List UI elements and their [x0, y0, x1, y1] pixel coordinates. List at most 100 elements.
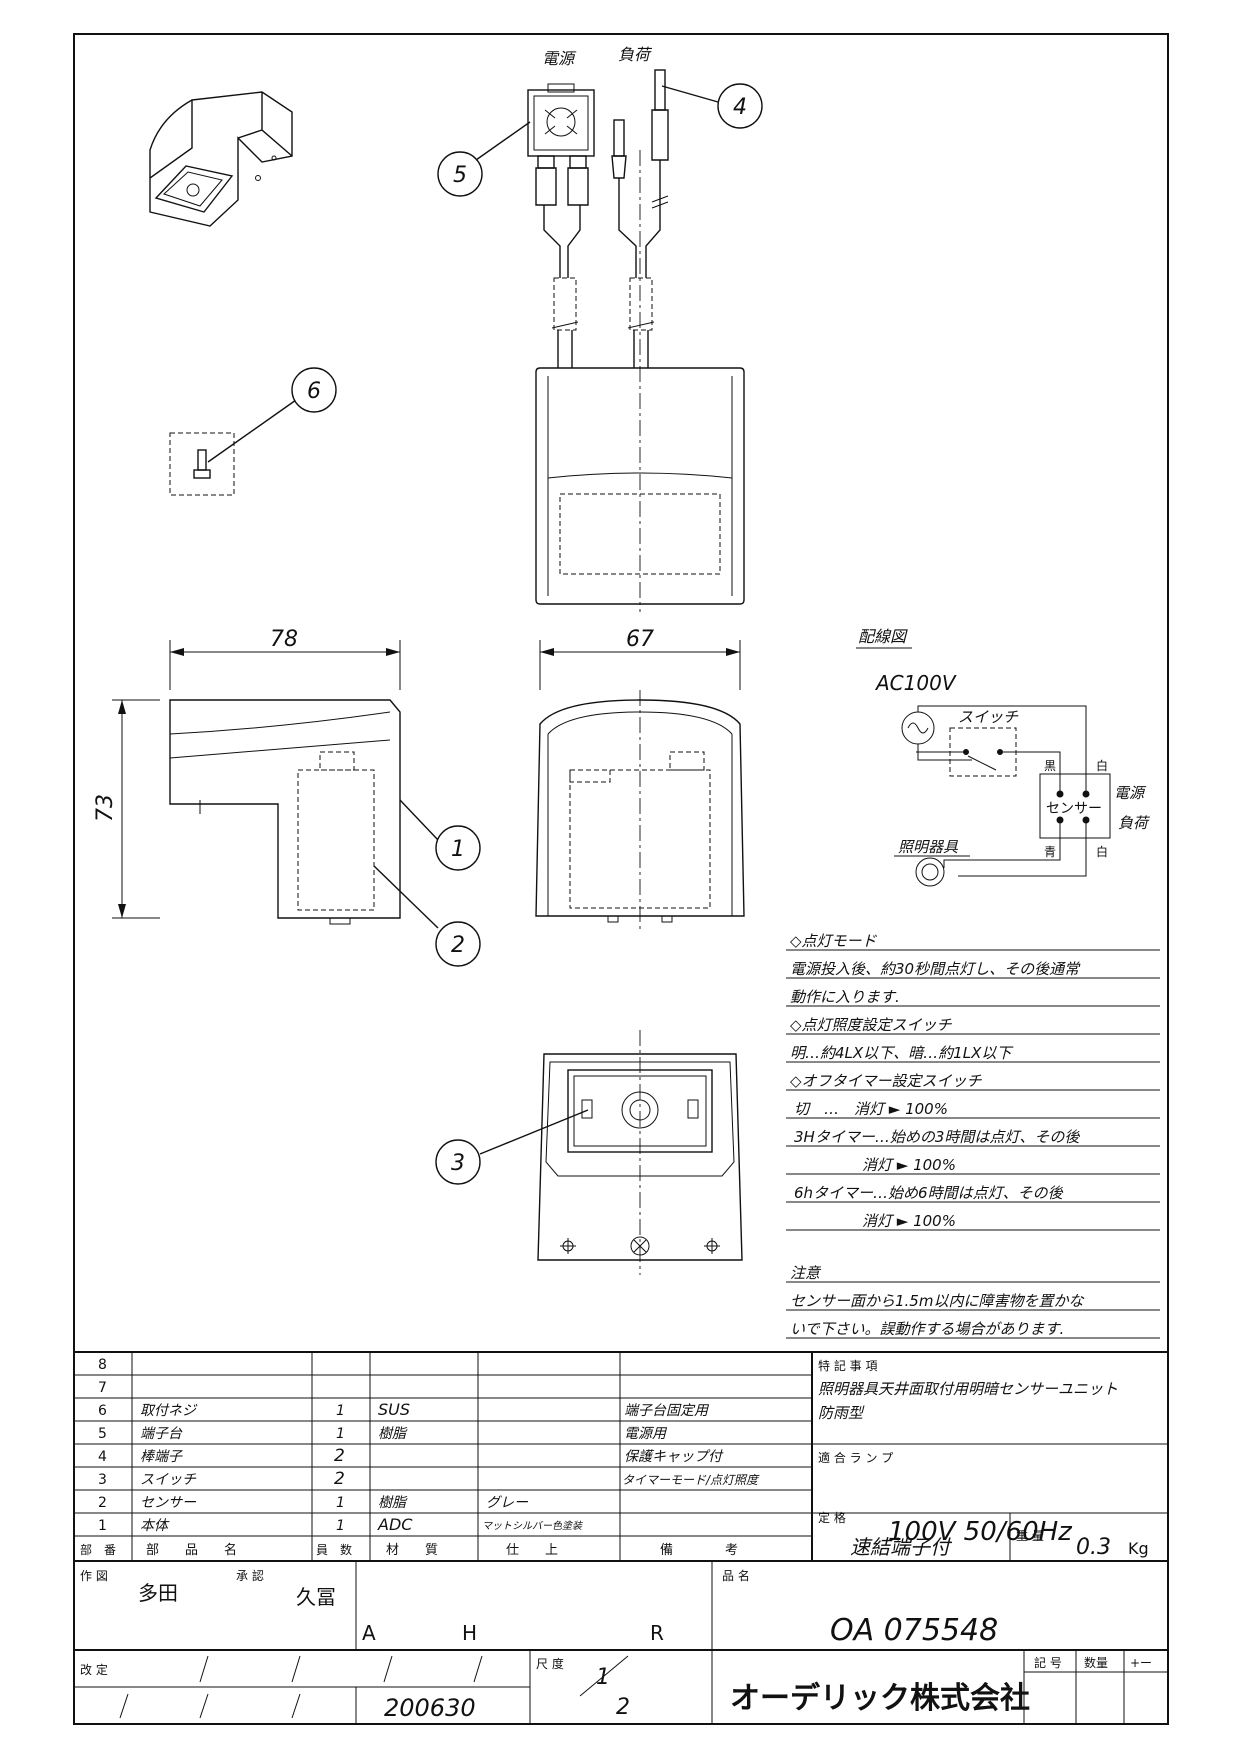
- scale-label: 尺 度: [536, 1656, 564, 1671]
- row-no: 6: [98, 1403, 107, 1419]
- row-no: 8: [98, 1357, 107, 1373]
- notes-block: ◇点灯モード 電源投入後、約30秒間点灯し、その後通常 動作に入ります. ◇点灯…: [790, 932, 1084, 1338]
- weight-value: 0.3: [1076, 1535, 1111, 1560]
- product-number: OA 075548: [830, 1613, 998, 1648]
- balloon-5-label: 5: [453, 163, 467, 188]
- dim-67: 67: [626, 627, 654, 652]
- revision-slashes: [119, 1655, 483, 1719]
- row-finish: マットシルバー色塗装: [482, 1520, 584, 1532]
- header-material: 材 質: [386, 1543, 438, 1558]
- drawing-frame: [73, 33, 1169, 1725]
- row-no: 4: [98, 1449, 107, 1465]
- row-material: SUS: [378, 1400, 410, 1419]
- side-view: [112, 640, 439, 929]
- row-name: スイッチ: [140, 1472, 197, 1488]
- balloon-2-label: 2: [451, 933, 465, 958]
- caution-line: いで下さい。誤動作する場合があります.: [790, 1320, 1064, 1338]
- note-line: 消灯 ► 100%: [862, 1156, 956, 1174]
- row-qty: 1: [336, 1403, 345, 1419]
- header-no: 部 番: [80, 1542, 116, 1557]
- grade-a: A: [362, 1621, 376, 1645]
- header-name: 部 品 名: [146, 1542, 237, 1558]
- quantity-label: 数量: [1084, 1655, 1108, 1670]
- approved-label: 承 認: [236, 1568, 264, 1583]
- note-line: 6hタイマー…始め6時間は点灯、その後: [794, 1184, 1064, 1202]
- front-view: [535, 640, 745, 930]
- label-load-top: 負荷: [618, 45, 653, 64]
- row-qty: 2: [334, 1469, 345, 1489]
- row-no: 7: [98, 1380, 107, 1396]
- wiring-title: 配線図: [858, 627, 908, 646]
- drawn-label: 作 図: [80, 1569, 108, 1583]
- row-no: 3: [98, 1472, 107, 1488]
- notes-lines: [786, 949, 1160, 1339]
- special-line-1: 照明器具天井面取付用明暗センサーユニット: [818, 1380, 1118, 1398]
- header-qty: 員 数: [316, 1542, 352, 1557]
- wiring-power: 電源: [1114, 784, 1147, 802]
- row-remark: タイマーモード/点灯照度: [622, 1473, 760, 1487]
- wiring-fixture: 照明器具: [898, 838, 959, 856]
- note-line: 明…約4LX以下、暗…約1LX以下: [790, 1044, 1014, 1062]
- label-power-top: 電源: [542, 49, 577, 68]
- caution-line: センサー面から1.5m以内に障害物を置かな: [790, 1292, 1084, 1310]
- wiring-voltage: AC100V: [874, 671, 957, 695]
- product-label: 品 名: [722, 1568, 750, 1583]
- drawn-name: 多田: [138, 1581, 178, 1605]
- row-name: 取付ネジ: [140, 1403, 198, 1419]
- parts-table: 8 7 6 取付ネジ 1 SUS 端子台固定用 5 端子台 1 樹脂 電源用 4…: [80, 1357, 760, 1558]
- balloons: [291, 83, 763, 1185]
- top-view: [527, 69, 745, 612]
- grade-h: H: [462, 1621, 477, 1645]
- row-qty: 1: [336, 1518, 345, 1534]
- note-line: 切 … 消灯 ► 100%: [794, 1100, 948, 1118]
- row-no: 1: [98, 1518, 107, 1534]
- row-remark: 端子台固定用: [624, 1403, 710, 1419]
- wiring-diagram: [856, 647, 1111, 887]
- wiring-white-bottom: 白: [1096, 844, 1108, 859]
- wiring-black: 黒: [1044, 759, 1056, 773]
- row-no: 2: [98, 1495, 107, 1511]
- rating-value: 100V 50/60Hz: [888, 1517, 1073, 1547]
- balloon-1-label: 1: [451, 837, 465, 862]
- title-block-grid: [74, 1561, 1168, 1724]
- balloon-3-label: 3: [451, 1151, 465, 1176]
- wiring-load: 負荷: [1118, 814, 1151, 832]
- caution-title: 注意: [790, 1264, 822, 1282]
- terminal-note: 速結端子付: [850, 1535, 953, 1559]
- row-name: 本体: [140, 1518, 170, 1534]
- plus-minus-label: +ー: [1130, 1656, 1152, 1670]
- dim-78: 78: [270, 627, 298, 652]
- row-no: 5: [98, 1426, 107, 1442]
- row-qty: 2: [334, 1446, 345, 1466]
- row-material: 樹脂: [378, 1426, 408, 1442]
- special-label: 特 記 事 項: [818, 1358, 877, 1373]
- row-qty: 1: [336, 1426, 345, 1442]
- wiring-white-top: 白: [1096, 758, 1108, 773]
- isometric-view: [149, 91, 293, 227]
- note-line: ◇オフタイマー設定スイッチ: [790, 1072, 983, 1090]
- screw-detail: [169, 399, 297, 496]
- note-line: 動作に入ります.: [790, 988, 900, 1006]
- rating-label: 定 格: [818, 1510, 846, 1525]
- row-remark: 電源用: [624, 1426, 668, 1442]
- note-line: 3Hタイマー…始めの3時間は点灯、その後: [794, 1128, 1080, 1146]
- weight-label: 重 量: [1016, 1529, 1044, 1543]
- specs-block: 特 記 事 項 照明器具天井面取付用明暗センサーユニット 防雨型 適 合 ラ ン…: [818, 1358, 1149, 1560]
- header-finish: 仕 上: [506, 1543, 558, 1558]
- special-line-2: 防雨型: [818, 1404, 865, 1422]
- row-remark: 保護キャップ付: [624, 1449, 724, 1465]
- note-line: 消灯 ► 100%: [862, 1212, 956, 1230]
- row-finish: グレー: [486, 1495, 529, 1511]
- balloon-6-label: 6: [307, 379, 321, 404]
- revision-date: 200630: [384, 1694, 476, 1722]
- row-material: 樹脂: [378, 1495, 408, 1511]
- company-name: オーデリック株式会社: [730, 1681, 1030, 1716]
- row-name: センサー: [140, 1495, 197, 1511]
- row-name: 棒端子: [140, 1449, 183, 1465]
- wiring-sensor: センサー: [1046, 801, 1102, 817]
- row-qty: 1: [336, 1495, 345, 1511]
- scale-denominator: 2: [616, 1695, 630, 1720]
- bottom-view: [479, 1030, 743, 1275]
- revision-label: 改 定: [80, 1662, 108, 1677]
